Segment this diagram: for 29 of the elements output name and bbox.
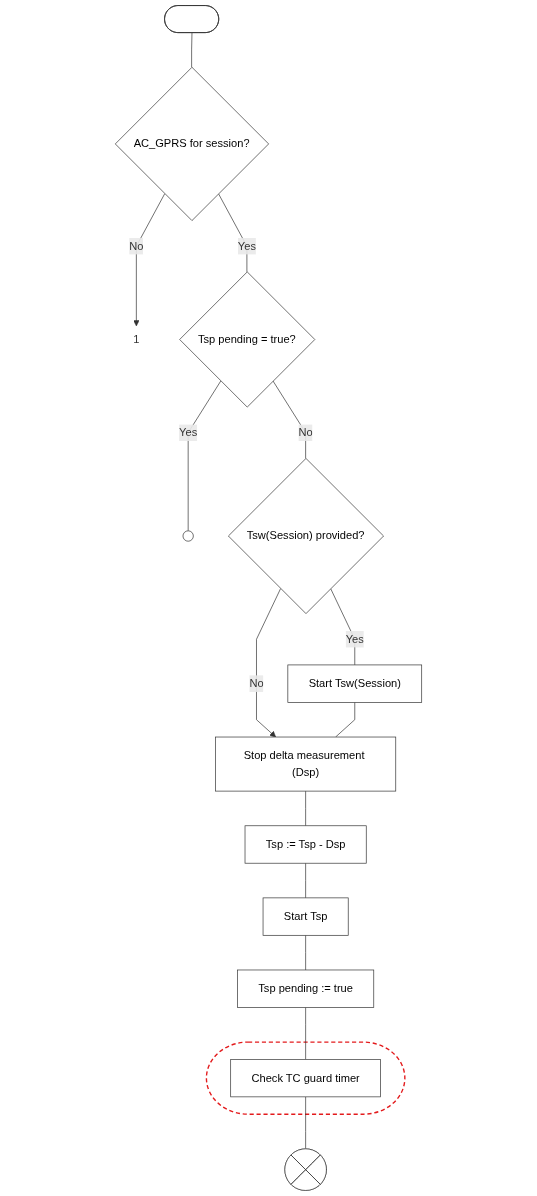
edge-label: No (249, 677, 264, 690)
edge-label: Yes (345, 633, 364, 645)
node-box: Tsp := Tsp - Dsp (244, 825, 367, 864)
connector (305, 1007, 306, 1060)
edge-label: Yes (237, 240, 256, 252)
edge-label: No (298, 426, 313, 439)
node-box: Check TC guard timer (230, 1059, 381, 1098)
connector (330, 588, 356, 666)
edge-label: No (129, 240, 144, 252)
connector (187, 380, 222, 532)
connector (305, 790, 306, 827)
connector (305, 862, 306, 899)
connector (305, 1096, 306, 1150)
node-box: Start Tsw(Session) (287, 664, 423, 703)
connector (335, 702, 356, 738)
node-text: 1 (133, 333, 140, 346)
connector (272, 380, 306, 459)
node-box: Start Tsp (262, 897, 349, 936)
node-diamond: Tsw(Session) provided? (228, 458, 384, 614)
connector (191, 32, 193, 68)
node-box: Stop delta measurement (Dsp) (215, 736, 397, 792)
cluster (205, 1041, 406, 1115)
node-circle (182, 530, 194, 542)
connector (218, 193, 248, 273)
node-diamond: Tsp pending = true? (179, 271, 316, 408)
edge-label: Yes (179, 426, 198, 439)
connector (305, 934, 306, 971)
node-box: Tsp pending := true (237, 969, 375, 1008)
node-diamond: AC_GPRS for session? (114, 66, 269, 221)
